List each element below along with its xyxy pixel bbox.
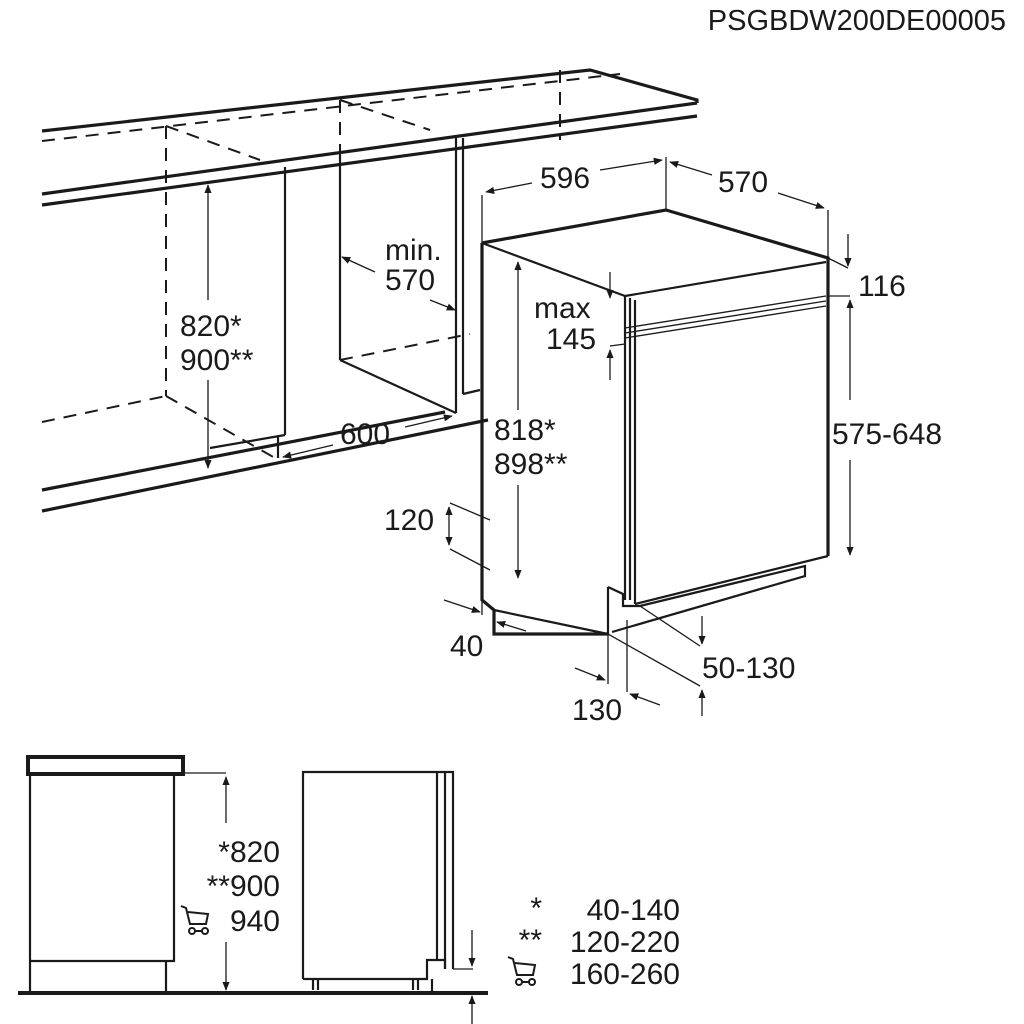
plinth-range-3: 160-260 — [570, 958, 680, 991]
side-height-legend: *820 **900 940 — [180, 836, 280, 938]
cart-icon — [507, 956, 537, 986]
side-view — [18, 755, 488, 1024]
appliance-width-label: 596 — [540, 162, 590, 195]
plinth-legend: * 40-140 ** 120-220 160-260 — [507, 892, 680, 991]
plinth-recess-label: 40 — [450, 630, 483, 663]
height-940-label: 940 — [230, 905, 280, 938]
panel-gap-label-1: max — [534, 292, 591, 325]
height-820-label: *820 — [218, 836, 280, 869]
cart-icon — [180, 905, 210, 935]
appliance-height-label-2: 898** — [494, 448, 568, 481]
height-900-label: **900 — [207, 870, 280, 903]
kitchen-cabinets — [41, 68, 699, 513]
door-height-label: 575-648 — [832, 418, 942, 451]
niche-dimensions: 820* 900** min. 570 600 — [180, 184, 456, 469]
niche-width-label: 600 — [340, 418, 390, 451]
appliance-dimensions: 596 570 116 max 145 818* 898** 575-648 1… — [384, 157, 942, 727]
plinth-marker-1: * — [530, 892, 542, 925]
appliance-depth-label: 570 — [718, 166, 768, 199]
appliance-height-label-1: 818* — [494, 414, 556, 447]
niche-height-label-1: 820* — [180, 310, 242, 343]
front-depth-label: 130 — [572, 694, 622, 727]
plinth-marker-2: ** — [519, 924, 543, 957]
document-code: PSGBDW200DE00005 — [708, 5, 1006, 37]
niche-depth-label-1: min. — [385, 234, 442, 267]
appliance-top-offset-label: 116 — [858, 270, 906, 303]
plinth-height-label: 120 — [384, 504, 434, 537]
panel-gap-label-2: 145 — [546, 323, 596, 356]
niche-height-label-2: 900** — [180, 344, 254, 377]
niche-depth-label-2: 570 — [385, 264, 435, 297]
door-bottom-label: 50-130 — [702, 652, 795, 685]
plinth-range-2: 120-220 — [570, 926, 680, 959]
plinth-range-1: 40-140 — [587, 894, 680, 927]
